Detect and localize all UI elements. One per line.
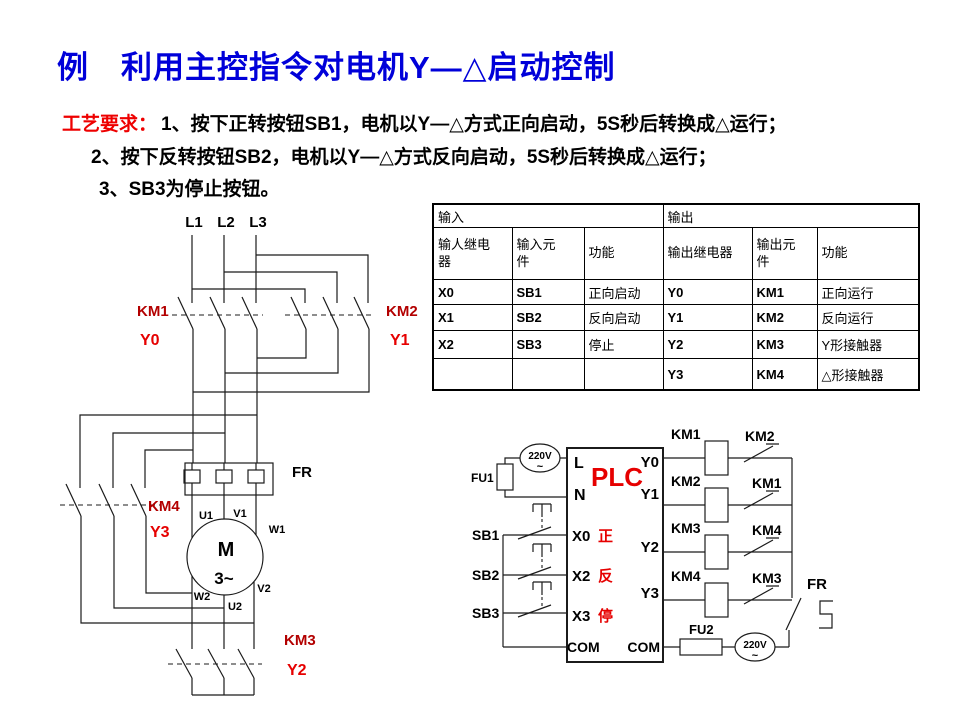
col-header-output-element: 输出元件 — [751, 227, 818, 280]
requirement-text-1: 1、按下正转按钮SB1，电机以Y—△方式正向启动，5S秒后转换成△运行； — [161, 114, 787, 135]
power-wiring — [79, 235, 370, 696]
sb3-label: SB3 — [472, 605, 499, 621]
km4-label: KM4 — [148, 498, 180, 515]
requirement-text-2: 2、按下反转按钮SB2，电机以Y—△方式反向启动，5S秒后转换成△运行； — [91, 147, 717, 168]
km3-label: KM3 — [284, 632, 316, 649]
col-header-output-relay: 输出继电器 — [662, 227, 753, 280]
ac-source-top-label: 220V — [528, 451, 552, 462]
plc-wiring — [502, 443, 833, 648]
phase-label-l2: L2 — [217, 214, 235, 231]
requirement-text-3: 3、SB3为停止按钮。 — [99, 179, 280, 200]
ac-source-bottom-sine: ~ — [752, 650, 759, 662]
fu1-fuse — [496, 463, 514, 491]
terminal-w1: W1 — [269, 524, 286, 536]
requirement-label: 工艺要求： — [62, 114, 158, 135]
motor-circle — [186, 518, 264, 596]
terminal-x0: X0 — [572, 528, 590, 545]
ac-source-bottom-label: 220V — [743, 640, 767, 651]
mark-forward: 正 — [598, 528, 613, 545]
power-circuit-diagram: L1 L2 L3 KM1 Y0 KM2 Y1 FR KM4 Y3 KM3 Y2 … — [60, 214, 418, 696]
plc-wiring-diagram: 220V ~ 220V ~ FU1 FU2 SB1 SB2 SB3 PLC L … — [471, 426, 833, 663]
nc-contact-km3-label: KM3 — [752, 570, 782, 586]
table-output-header: 输出 — [662, 203, 920, 228]
ac-source-bottom — [734, 632, 776, 662]
km2-coil — [704, 487, 729, 523]
motor-letter: M — [218, 539, 235, 561]
terminal-y1: Y1 — [641, 486, 659, 503]
km4-coil-label: KM4 — [671, 568, 701, 584]
phase-label-l3: L3 — [249, 214, 267, 231]
table-row: X2 SB3 停止 Y2 KM3 Y形接触器 — [432, 330, 920, 359]
table-row: X0 SB1 正向启动 Y0 KM1 正向运行 — [432, 279, 920, 305]
requirement-line-2: 2、按下反转按钮SB2，电机以Y—△方式反向启动，5S秒后转换成△运行； — [91, 142, 717, 169]
km1-coil-label: KM1 — [671, 426, 701, 442]
plc-box — [566, 447, 664, 663]
col-header-input-relay: 输人继电器 — [432, 227, 513, 280]
nc-contact-km1-label: KM1 — [752, 475, 782, 491]
page-title: 例 利用主控指令对电机Y—△启动控制 — [57, 50, 616, 85]
km3-coil — [704, 534, 729, 570]
terminal-y0: Y0 — [641, 454, 659, 471]
terminal-w2: W2 — [194, 591, 211, 603]
fu2-fuse — [679, 638, 723, 656]
terminal-v1: V1 — [233, 508, 246, 520]
col-header-input-function: 功能 — [583, 227, 664, 280]
fu2-label: FU2 — [689, 622, 714, 637]
terminal-y2: Y2 — [641, 539, 659, 556]
contactor-blades — [60, 296, 375, 679]
col-header-output-function: 功能 — [816, 227, 920, 280]
terminal-u2: U2 — [228, 601, 242, 613]
mark-reverse: 反 — [598, 568, 613, 585]
ac-source-top — [519, 443, 561, 473]
km2-coil-label: KM2 — [671, 473, 701, 489]
km4-coil — [704, 582, 729, 618]
y0-label: Y0 — [140, 332, 160, 349]
fr-contact-label: FR — [807, 576, 827, 593]
plc-title: PLC — [591, 462, 643, 492]
terminal-v2: V2 — [257, 583, 270, 595]
terminal-com-right: COM — [627, 639, 660, 655]
y3-label: Y3 — [150, 524, 170, 541]
terminal-y3: Y3 — [641, 585, 659, 602]
sb1-label: SB1 — [472, 527, 499, 543]
io-assignment-table: 输入 输出 输人继电器 输入元件 功能 输出继电器 输出元件 功能 X0 SB1… — [432, 203, 920, 391]
requirement-line-3: 3、SB3为停止按钮。 — [99, 174, 280, 201]
thermal-relay-fr — [183, 462, 274, 496]
terminal-l: L — [574, 455, 584, 472]
sb2-label: SB2 — [472, 567, 499, 583]
km2-label: KM2 — [386, 303, 418, 320]
phase-label-l1: L1 — [185, 214, 203, 231]
km1-coil — [704, 440, 729, 476]
table-input-header: 输入 — [432, 203, 664, 228]
terminal-com-left: COM — [567, 639, 600, 655]
fu1-label: FU1 — [471, 471, 494, 485]
terminal-u1: U1 — [199, 510, 213, 522]
y1-label: Y1 — [390, 332, 410, 349]
km3-coil-label: KM3 — [671, 520, 701, 536]
terminal-n: N — [574, 487, 586, 504]
nc-contact-km4-label: KM4 — [752, 522, 782, 538]
fr-label: FR — [292, 464, 312, 481]
mark-stop: 停 — [598, 607, 613, 625]
motor-phase: 3~ — [214, 569, 233, 588]
terminal-x3: X3 — [572, 608, 590, 625]
nc-contact-km2-label: KM2 — [745, 428, 775, 444]
table-row: Y3 KM4 △形接触器 — [432, 358, 920, 391]
table-row: X1 SB2 反向启动 Y1 KM2 反向运行 — [432, 304, 920, 331]
km1-label: KM1 — [137, 303, 169, 320]
terminal-x2: X2 — [572, 568, 590, 585]
y2-label: Y2 — [287, 662, 307, 679]
ac-source-top-sine: ~ — [537, 461, 544, 473]
col-header-input-element: 输入元件 — [511, 227, 585, 280]
fr-heater-symbol — [819, 600, 833, 629]
requirement-line-1: 工艺要求：1、按下正转按钮SB1，电机以Y—△方式正向启动，5S秒后转换成△运行… — [62, 109, 787, 136]
